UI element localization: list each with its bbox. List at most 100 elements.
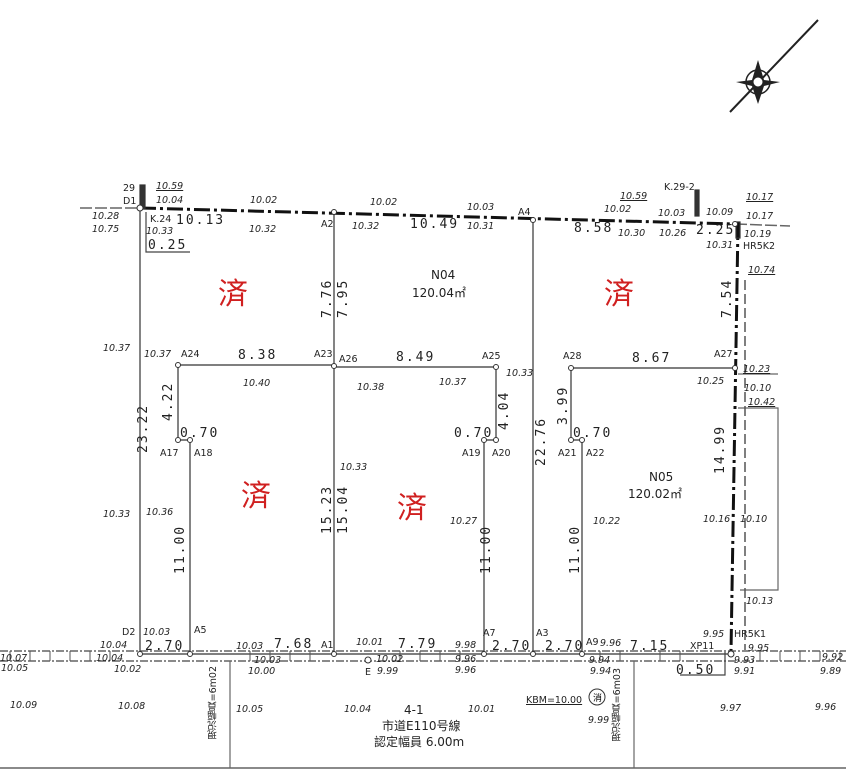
elevation: 9.99 bbox=[588, 715, 610, 726]
point-a3: A3 bbox=[536, 628, 549, 639]
north-boundary-line bbox=[139, 206, 736, 226]
point-a22: A22 bbox=[586, 448, 605, 459]
corner-post-k29 bbox=[694, 189, 700, 217]
road-certified-width: 認定幅員 6.00m bbox=[374, 735, 465, 749]
elevation: 10.22 bbox=[593, 516, 621, 527]
point-a21: A21 bbox=[558, 448, 577, 459]
dim-a28-a27: 8.67 bbox=[632, 351, 672, 366]
lot-area-no5: 120.02㎡ bbox=[628, 487, 682, 501]
point-a25: A25 bbox=[482, 351, 501, 362]
offset-leader-left bbox=[145, 212, 190, 253]
dim-a24-a17: 4.22 bbox=[161, 381, 176, 421]
elevation: 10.04 bbox=[96, 653, 124, 664]
point-a4: A4 bbox=[518, 207, 531, 218]
elevation: 9.99 bbox=[377, 666, 399, 677]
dim-a2-a23: 7.76 bbox=[320, 278, 335, 318]
elevation: 9.98 bbox=[455, 640, 477, 651]
dim-a28-a21: 3.99 bbox=[556, 385, 571, 425]
elevation: 10.07 bbox=[0, 653, 28, 664]
dim-a26-a1: 15.04 bbox=[336, 484, 351, 534]
elevation: 9.91 bbox=[734, 666, 756, 677]
elevation: 10.26 bbox=[659, 228, 687, 239]
road-lot-number: 4-1 bbox=[404, 703, 424, 717]
elevation: 10.32 bbox=[352, 221, 380, 232]
elevation: 10.23 bbox=[743, 364, 771, 375]
neighbor-line-2 bbox=[738, 407, 779, 591]
elevation: 10.37 bbox=[144, 349, 172, 360]
elevation: 10.28 bbox=[92, 211, 120, 222]
elevation: 10.00 bbox=[248, 666, 276, 677]
status-mark-1: 済 bbox=[218, 277, 248, 312]
dim-a1-a7: 7.79 bbox=[398, 637, 438, 652]
dim-a18-a5: 11.00 bbox=[173, 524, 188, 574]
status-mark-3: 済 bbox=[241, 479, 271, 514]
point-a7: A7 bbox=[483, 628, 496, 639]
dim-a9-xp11: 7.15 bbox=[630, 639, 670, 654]
point-29: 29 bbox=[123, 183, 136, 194]
dim-top-mid: 10.49 bbox=[410, 217, 460, 232]
elevation: 10.01 bbox=[468, 704, 496, 715]
dim-top-right: 8.58 bbox=[574, 221, 614, 236]
elevation: 9.96 bbox=[815, 702, 837, 713]
elevation: 10.32 bbox=[249, 224, 277, 235]
dim-a21-a22: 0.70 bbox=[573, 426, 613, 441]
dim-road-offset: 0.50 bbox=[676, 663, 716, 678]
point-a20: A20 bbox=[492, 448, 511, 459]
elevation: 10.40 bbox=[243, 378, 271, 389]
elevation: 10.31 bbox=[706, 240, 734, 251]
point-a23: A23 bbox=[314, 349, 333, 360]
point-xp11: XP11 bbox=[690, 641, 715, 652]
elevation: 10.03 bbox=[236, 641, 264, 652]
elevation: 10.17 bbox=[746, 211, 774, 222]
elevation: 10.03 bbox=[467, 202, 495, 213]
elevation: 10.03 bbox=[254, 655, 282, 666]
elevation: 10.02 bbox=[376, 654, 404, 665]
dim-a19-a20: 0.70 bbox=[454, 426, 494, 441]
dim-a24-a23: 8.38 bbox=[238, 348, 278, 363]
point-a9: A9 bbox=[586, 637, 599, 648]
elevation: 10.10 bbox=[744, 383, 772, 394]
dim-top-left: 10.13 bbox=[176, 213, 226, 228]
point-a19: A19 bbox=[462, 448, 481, 459]
dim-a22-a9: 11.00 bbox=[568, 524, 583, 574]
elevation: 10.02 bbox=[250, 195, 278, 206]
dim-a26-a25: 8.49 bbox=[396, 350, 436, 365]
hydrant-symbol: 消 bbox=[593, 692, 602, 704]
east-boundary-line bbox=[729, 223, 740, 653]
elevation: 9.95 bbox=[703, 629, 725, 640]
road-width-right: 現況幅員=6m03 bbox=[612, 668, 623, 742]
elevation: 10.31 bbox=[467, 221, 495, 232]
elevation: 10.19 bbox=[744, 229, 772, 240]
elevation: 10.42 bbox=[748, 397, 776, 408]
dim-a4-a3: 22.76 bbox=[534, 416, 549, 466]
lot-name-no4: N04 bbox=[431, 268, 456, 282]
marker-e: E bbox=[365, 667, 372, 678]
elevation: 10.10 bbox=[740, 514, 768, 525]
dim-d2-a5: 2.70 bbox=[145, 639, 185, 654]
lot-name-no5: N05 bbox=[649, 470, 674, 484]
marker-k29: K.29-2 bbox=[664, 182, 695, 193]
flag-lot-right-line bbox=[570, 367, 735, 654]
elevation: 10.33 bbox=[340, 462, 368, 473]
marker-k24: K.24 bbox=[150, 214, 172, 225]
elevation: 10.01 bbox=[356, 637, 384, 648]
point-a17: A17 bbox=[160, 448, 179, 459]
dim-top-corner: 2.25 bbox=[696, 223, 736, 238]
point-a18: A18 bbox=[194, 448, 213, 459]
elevation: 10.13 bbox=[746, 596, 774, 607]
elevation: 9.95 bbox=[748, 643, 770, 654]
dim-a3-a9: 2.70 bbox=[545, 639, 585, 654]
elevation: 9.94 bbox=[589, 655, 611, 666]
elevation: 10.33 bbox=[506, 368, 534, 379]
hydrant-icon bbox=[588, 688, 606, 706]
dim-a17-a18: 0.70 bbox=[180, 426, 220, 441]
elevation: 9.97 bbox=[720, 703, 742, 714]
point-d2: D2 bbox=[122, 627, 136, 638]
dim-a20-a7: 11.00 bbox=[479, 524, 494, 574]
elevation: 10.25 bbox=[697, 376, 725, 387]
point-a1: A1 bbox=[321, 640, 334, 651]
road-name: 市道E110号線 bbox=[382, 719, 461, 733]
elevation: 9.93 bbox=[734, 655, 756, 666]
marker-hr5k2: HR5K2 bbox=[743, 241, 776, 252]
